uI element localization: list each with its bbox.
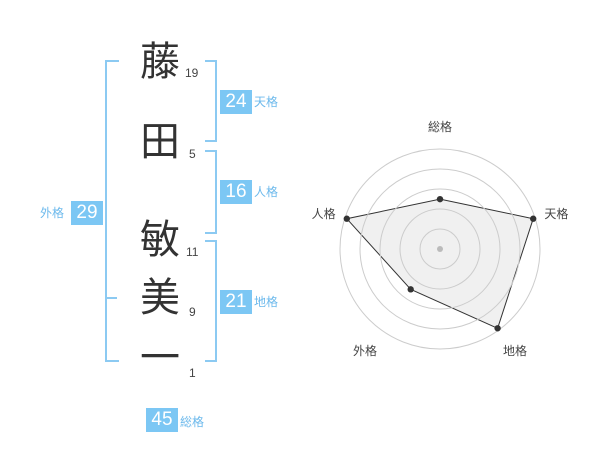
radar-axis-label-5: 人格 xyxy=(312,206,336,221)
name-char-2: 田 xyxy=(140,119,180,165)
chikaku-bracket xyxy=(205,240,217,362)
radar-ring-4 xyxy=(359,168,521,330)
chikaku-badge: 21 xyxy=(220,290,252,314)
radar-ring-1 xyxy=(419,228,461,270)
radar-axis-label-3: 地格 xyxy=(503,343,527,358)
tenkaku-badge: 24 xyxy=(220,90,252,114)
radar-point-4 xyxy=(407,286,414,293)
stroke-count-3: 11 xyxy=(186,245,199,259)
name-char-3: 敏 xyxy=(140,217,180,263)
soukaku-badge: 45 xyxy=(146,408,178,432)
stroke-count-4: 9 xyxy=(189,305,196,319)
radar-point-5 xyxy=(343,215,350,222)
radar-axis-label-1: 総格 xyxy=(428,119,452,134)
gaikaku-bracket xyxy=(105,60,119,362)
tenkaku-bracket xyxy=(205,60,217,142)
radar-ring-outer xyxy=(339,148,541,350)
chikaku-label: 地格 xyxy=(254,295,279,309)
jinkaku-label: 人格 xyxy=(254,185,279,199)
tenkaku-label: 天格 xyxy=(254,95,279,109)
stroke-count-1: 19 xyxy=(185,66,199,80)
radar-ring-2 xyxy=(399,208,481,290)
name-char-5: 一 xyxy=(140,335,180,381)
stroke-count-5: 1 xyxy=(189,366,196,380)
radar-ring-3 xyxy=(379,188,501,310)
jinkaku-bracket xyxy=(205,150,217,234)
name-char-4: 美 xyxy=(140,275,180,321)
name-char-1: 藤 xyxy=(140,39,180,85)
soukaku-label: 総格 xyxy=(180,415,205,429)
gaikaku-label: 外格 xyxy=(40,206,65,220)
gaikaku-bracket-tick xyxy=(105,297,117,299)
gaikaku-badge: 29 xyxy=(71,201,103,225)
jinkaku-badge: 16 xyxy=(220,180,252,204)
stroke-count-2: 5 xyxy=(189,147,196,161)
radar-point-3 xyxy=(494,325,501,332)
radar-axis-label-4: 外格 xyxy=(353,343,377,358)
radar-polygon xyxy=(345,198,534,329)
radar-point-1 xyxy=(436,195,444,203)
radar-point-2 xyxy=(530,215,537,222)
radar-center xyxy=(437,246,443,252)
radar-axis-label-2: 天格 xyxy=(544,206,568,221)
